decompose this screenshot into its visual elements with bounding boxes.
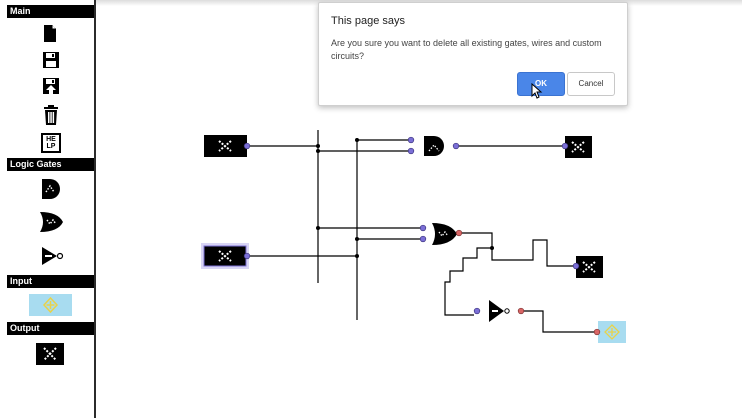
wire <box>444 232 493 316</box>
help-label: HE LP <box>46 136 56 150</box>
pin <box>561 142 569 150</box>
not-gate[interactable] <box>489 300 510 322</box>
input-switch-a[interactable] <box>204 135 247 157</box>
section-header-main: Main <box>7 5 94 18</box>
dialog-title: This page says <box>331 15 405 27</box>
pin <box>419 224 427 232</box>
circuit-canvas[interactable] <box>96 0 742 418</box>
output-display-not[interactable] <box>598 321 626 343</box>
output-display-and[interactable] <box>565 136 592 158</box>
section-header-logic-gates: Logic Gates <box>7 158 94 171</box>
input-switch-b[interactable] <box>201 243 249 269</box>
and-gate-icon[interactable] <box>40 178 64 200</box>
section-header-output: Output <box>7 322 94 335</box>
wire-junction <box>316 149 320 153</box>
wire <box>491 239 576 267</box>
section-header-input: Input <box>7 275 94 288</box>
wire-junction <box>316 144 320 148</box>
pin-active <box>455 229 463 237</box>
help-button[interactable]: HE LP <box>41 133 61 153</box>
output-display-icon[interactable] <box>36 343 64 365</box>
wire-junction <box>490 246 494 250</box>
wire <box>521 310 597 333</box>
pin-active <box>517 307 525 315</box>
or-gate[interactable] <box>432 223 457 245</box>
wire-junction <box>355 254 359 258</box>
wire-junction <box>355 237 359 241</box>
trash-icon[interactable] <box>42 104 60 126</box>
pin <box>473 307 481 315</box>
sidebar: Main <box>0 0 96 418</box>
dialog-message: Are you sure you want to delete all exis… <box>331 38 602 61</box>
cancel-button[interactable]: Cancel <box>567 72 615 96</box>
new-file-icon[interactable] <box>41 23 59 45</box>
output-display-or[interactable] <box>576 256 603 278</box>
save-icon[interactable] <box>41 50 61 70</box>
pin <box>452 142 460 150</box>
pin <box>407 136 415 144</box>
wire-junction <box>316 226 320 230</box>
pin <box>407 147 415 155</box>
pin-active <box>593 328 601 336</box>
or-gate-icon[interactable] <box>38 211 64 233</box>
wire-junction <box>355 138 359 142</box>
mouse-cursor-icon <box>531 83 543 99</box>
pin <box>243 252 251 260</box>
not-gate-icon[interactable] <box>40 245 64 267</box>
and-gate[interactable] <box>424 136 444 156</box>
confirm-dialog: This page says Are you sure you want to … <box>318 2 628 106</box>
input-switch-icon[interactable] <box>29 294 72 316</box>
pin <box>572 262 580 270</box>
load-icon[interactable] <box>41 76 61 96</box>
pin <box>419 235 427 243</box>
pin <box>243 142 251 150</box>
